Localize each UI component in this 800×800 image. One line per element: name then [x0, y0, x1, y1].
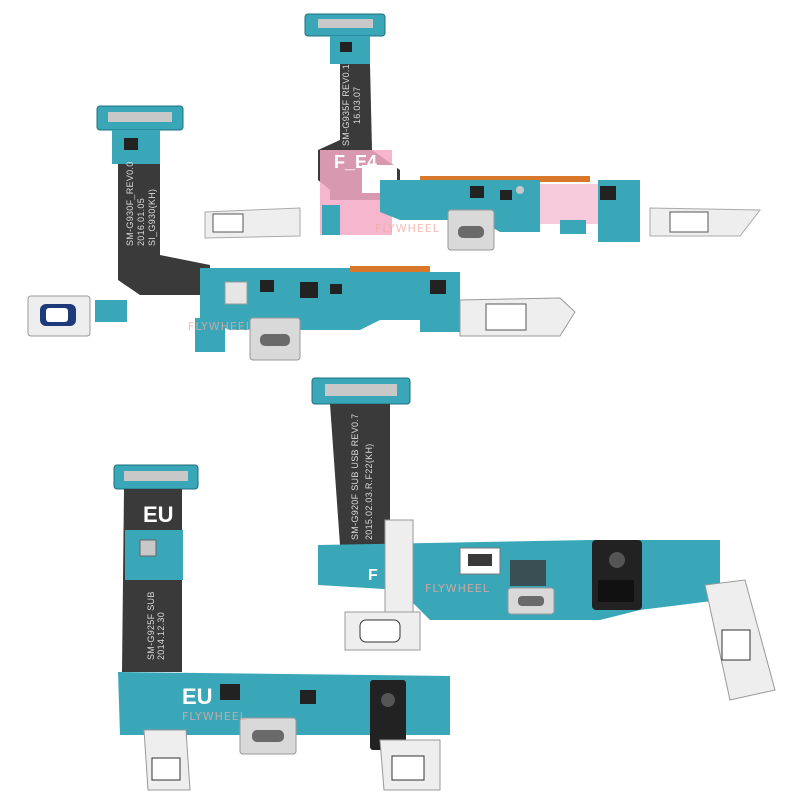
bottom-right-code: SM-G920F SUB USB REV0.7 [350, 414, 360, 540]
pcb-top-left [200, 268, 420, 330]
bottom-left-code: SM-G925F SUB [146, 591, 156, 660]
headphone-jack-bottom-left [370, 680, 406, 750]
pcb-bottom-left [118, 672, 450, 735]
flex-cable-bottom-right: SM-G920F SUB USB REV0.7 2015.02.03.R.F22… [311, 377, 776, 701]
top-right-tag: F_E4 [334, 152, 377, 172]
bottom-left-mark-bottom: EU [182, 684, 213, 709]
flex-cable-top-right: SM-G935F REV0.1 16.03.07 F_E4 [204, 13, 762, 251]
watermark-bottom: FLYWHEEL [182, 710, 247, 723]
flex-cable-bottom-left: EU EU SM-G925F SUB 2014.12.30 [113, 464, 450, 791]
ribbon-top-left [118, 164, 210, 295]
watermark-top: FLYWHEEL [375, 222, 440, 235]
flex-cable-top-left: SM-G930F_REV0.0 2016.01.05 SI_G930(KH) [27, 105, 576, 361]
bottom-right-tag: F [368, 567, 378, 584]
top-right-code: SM-G935F REV0.1 [341, 64, 351, 146]
top-left-code: SM-G930F_REV0.0 [125, 161, 135, 246]
bottom-left-date: 2014.12.30 [156, 612, 166, 660]
top-left-tag: SI_G930(KH) [147, 189, 157, 246]
watermark-right: FLYWHEEL [425, 582, 490, 595]
top-left-date: 2016.01.05 [136, 198, 146, 246]
top-right-date: 16.03.07 [352, 87, 362, 124]
bottom-left-mark-top: EU [143, 502, 174, 527]
ribbon-bottom-right [330, 404, 390, 545]
bottom-right-date: 2015.02.03.R.F22(KH) [364, 443, 374, 540]
watermark-mid: FLYWHEEL [188, 320, 253, 333]
